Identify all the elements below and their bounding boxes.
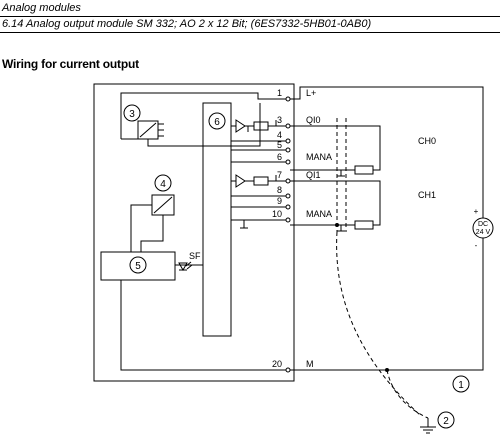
callout-6: 6 xyxy=(214,117,220,128)
terminal-8: 8 xyxy=(277,185,282,195)
callout-1-circle xyxy=(452,375,470,393)
callout-2: 2 xyxy=(443,416,449,427)
callout-4: 4 xyxy=(160,179,166,190)
label-ch1: CH1 xyxy=(418,190,436,200)
label-lplus: L+ xyxy=(306,88,316,98)
module-housing xyxy=(93,83,295,382)
header-divider xyxy=(0,16,500,17)
callout-5: 5 xyxy=(135,261,141,272)
section-header: Analog modules xyxy=(2,2,81,14)
callout-6-circle xyxy=(208,112,226,130)
m-wire xyxy=(120,280,286,371)
terminal-4: 4 xyxy=(277,130,282,140)
control-block xyxy=(100,251,176,281)
terminal-10: 10 xyxy=(272,209,282,219)
ch1-load xyxy=(354,220,374,230)
subheader-divider xyxy=(0,32,500,33)
label-ch0: CH0 xyxy=(418,136,436,146)
terminal-20: 20 xyxy=(272,359,282,369)
callout-2-circle xyxy=(437,411,455,429)
terminal-1: 1 xyxy=(277,88,282,98)
ground-dashed-2 xyxy=(386,369,429,419)
callout-4-circle xyxy=(154,174,172,192)
terminal-9: 9 xyxy=(277,196,282,206)
label-m: M xyxy=(306,359,314,369)
subsection-header: 6.14 Analog output module SM 332; AO 2 x… xyxy=(2,18,372,30)
callout-1: 1 xyxy=(458,380,464,391)
ps-dc: DC xyxy=(478,221,488,228)
lplus-wire xyxy=(120,92,286,139)
m-rail xyxy=(290,238,484,371)
callout-3-circle xyxy=(123,104,141,122)
ps-voltage: 24 V xyxy=(476,229,491,236)
callout-3: 3 xyxy=(129,109,135,120)
ch0-loop xyxy=(290,125,381,171)
ps-plus: + xyxy=(474,207,479,216)
ground-dashed-1 xyxy=(336,231,421,416)
label-sf: SF xyxy=(189,251,201,261)
label-qi1: QI1 xyxy=(306,170,321,180)
ch1-loop xyxy=(290,180,381,226)
ch0-load xyxy=(354,165,374,175)
label-mana-2: MANA xyxy=(306,209,332,219)
label-qi0: QI0 xyxy=(306,115,321,125)
terminal-6: 6 xyxy=(277,152,282,162)
terminal-5: 5 xyxy=(277,140,282,150)
led-icon xyxy=(178,261,193,272)
power-supply-symbol xyxy=(472,217,494,239)
page-title: Wiring for current output xyxy=(2,57,139,71)
terminal-7: 7 xyxy=(277,170,282,180)
ps-minus: - xyxy=(475,241,478,250)
label-mana-1: MANA xyxy=(306,152,332,162)
internal-bus-block xyxy=(202,102,232,337)
terminal-3: 3 xyxy=(277,115,282,125)
callout-5-circle xyxy=(129,256,147,274)
